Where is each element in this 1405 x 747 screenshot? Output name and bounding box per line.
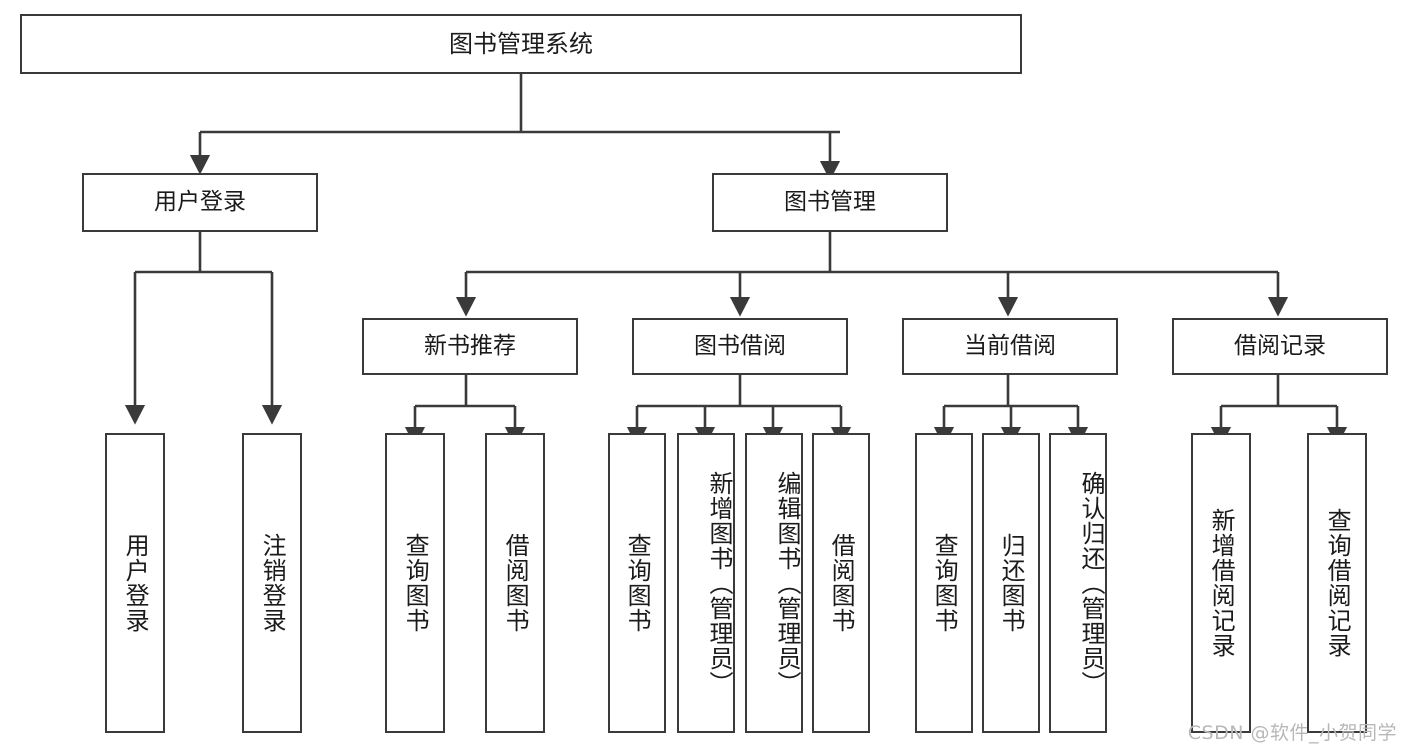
node-current-borrow[interactable]: 当前借阅 [902, 318, 1118, 375]
leaf-query-book-3[interactable]: 查询图书 [915, 433, 973, 733]
leaf-return-book-label: 归还图书 [997, 533, 1026, 633]
leaf-add-borrow-record[interactable]: 新增借阅记录 [1191, 433, 1251, 733]
node-new-book-recommend-label: 新书推荐 [424, 332, 516, 359]
node-book-borrow-label: 图书借阅 [694, 332, 786, 359]
node-root-label: 图书管理系统 [449, 29, 593, 58]
leaf-user-login[interactable]: 用户登录 [105, 433, 165, 733]
node-user-login[interactable]: 用户登录 [82, 173, 318, 232]
leaf-borrow-book-2-label: 借阅图书 [827, 533, 856, 633]
leaf-borrow-book-1-label: 借阅图书 [501, 533, 530, 633]
leaf-query-book-3-label: 查询图书 [930, 533, 959, 633]
node-book-manage-label: 图书管理 [784, 188, 876, 215]
leaf-add-book-admin-label: 新增图书（管理员） [705, 470, 733, 696]
node-user-login-label: 用户登录 [154, 188, 246, 215]
leaf-query-book-1-label: 查询图书 [401, 533, 430, 633]
leaf-query-book-2[interactable]: 查询图书 [608, 433, 666, 733]
leaf-query-book-2-label: 查询图书 [623, 533, 652, 633]
node-borrow-record-label: 借阅记录 [1234, 332, 1326, 359]
node-new-book-recommend[interactable]: 新书推荐 [362, 318, 578, 375]
node-borrow-record[interactable]: 借阅记录 [1172, 318, 1388, 375]
leaf-return-book[interactable]: 归还图书 [982, 433, 1040, 733]
leaf-edit-book-admin[interactable]: 编辑图书（管理员） [745, 433, 803, 733]
node-root[interactable]: 图书管理系统 [20, 14, 1022, 74]
leaf-query-borrow-record-label: 查询借阅记录 [1323, 508, 1352, 658]
leaf-edit-book-admin-label: 编辑图书（管理员） [773, 470, 801, 696]
node-current-borrow-label: 当前借阅 [964, 332, 1056, 359]
leaf-add-borrow-record-label: 新增借阅记录 [1207, 508, 1236, 658]
leaf-query-borrow-record[interactable]: 查询借阅记录 [1307, 433, 1367, 733]
leaf-confirm-return-admin-label: 确认归还（管理员） [1077, 470, 1105, 696]
leaf-query-book-1[interactable]: 查询图书 [385, 433, 445, 733]
leaf-logout-label: 注销登录 [258, 533, 287, 633]
leaf-borrow-book-1[interactable]: 借阅图书 [485, 433, 545, 733]
leaf-add-book-admin[interactable]: 新增图书（管理员） [677, 433, 735, 733]
csdn-watermark: CSDN @软件_小贺同学 [1187, 722, 1397, 744]
leaf-logout[interactable]: 注销登录 [242, 433, 302, 733]
leaf-user-login-label: 用户登录 [121, 533, 150, 633]
leaf-confirm-return-admin[interactable]: 确认归还（管理员） [1049, 433, 1107, 733]
leaf-borrow-book-2[interactable]: 借阅图书 [812, 433, 870, 733]
node-book-borrow[interactable]: 图书借阅 [632, 318, 848, 375]
node-book-manage[interactable]: 图书管理 [712, 173, 948, 232]
